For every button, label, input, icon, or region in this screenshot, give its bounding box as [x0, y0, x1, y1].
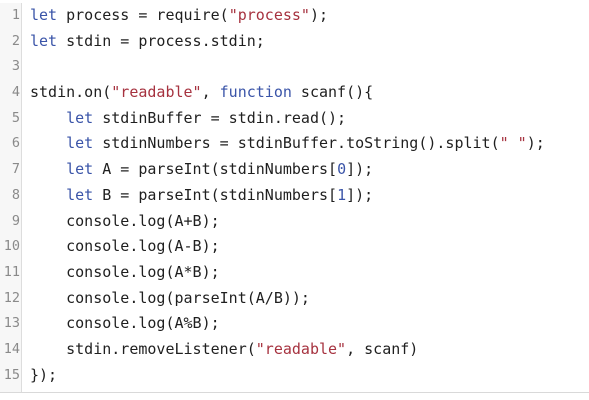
code-line[interactable]: 15}); — [0, 363, 589, 389]
code-token — [30, 134, 66, 152]
code-token: process = require( — [57, 6, 229, 24]
code-token — [30, 160, 66, 178]
code-token: console.log(A+B); — [30, 211, 220, 230]
line-number: 9 — [11, 212, 20, 229]
code-text: let stdin = process.stdin; — [30, 29, 265, 55]
code-token: A = parseInt(stdinNumbers[ — [93, 160, 338, 179]
code-line[interactable]: 11 console.log(A*B); — [0, 260, 589, 286]
line-number: 1 — [11, 7, 20, 23]
line-number: 13 — [3, 315, 20, 332]
code-token — [30, 109, 66, 127]
code-editor[interactable]: 1 let process = require("process"); 2 let s… — [0, 3, 589, 393]
code-line[interactable]: 1 let process = require("process"); — [0, 3, 589, 29]
line-number: 14 — [3, 340, 20, 357]
code-text: let B = parseInt(stdinNumbers[1]); — [30, 183, 373, 209]
code-line[interactable]: 5 let stdinBuffer = stdin.read(); — [0, 106, 589, 132]
code-text: console.log(A*B); — [30, 260, 220, 286]
code-lines[interactable]: 1 let process = require("process"); 2 let s… — [0, 3, 589, 388]
keyword-token: let — [66, 160, 94, 179]
code-token: console.log(A-B); — [30, 237, 220, 256]
code-token: stdin = process.stdin; — [57, 31, 265, 50]
keyword-token: let — [30, 31, 58, 50]
code-line[interactable]: 10 console.log(A-B); — [0, 234, 589, 260]
line-number-gutter — [0, 3, 22, 392]
code-token: console.log(A%B); — [30, 314, 220, 333]
line-number: 7 — [11, 161, 20, 178]
code-token: stdin.removeListener( — [30, 339, 256, 358]
code-line[interactable]: 3 — [0, 54, 589, 80]
number-token: 1 — [337, 185, 347, 204]
keyword-token: let — [66, 185, 94, 204]
code-line[interactable]: 4 stdin.on("readable", function scanf(){ — [0, 80, 589, 106]
code-text: let process = require("process"); — [30, 3, 328, 29]
code-token: stdinBuffer = stdin.read(); — [93, 108, 347, 127]
line-number: 6 — [11, 135, 20, 152]
code-text: console.log(A-B); — [30, 234, 220, 260]
line-number: 5 — [11, 109, 20, 126]
code-line[interactable]: 6 let stdinNumbers = stdinBuffer.toStrin… — [0, 131, 589, 157]
line-number: 4 — [11, 84, 20, 101]
code-token: console.log(parseInt(A/B)); — [30, 288, 310, 307]
string-token: "process" — [228, 6, 310, 24]
line-number: 2 — [11, 32, 20, 49]
code-text: let stdinNumbers = stdinBuffer.toString(… — [30, 131, 545, 157]
code-token: ); — [309, 6, 329, 24]
code-text: stdin.on("readable", function scanf(){ — [30, 80, 373, 106]
code-token — [30, 186, 66, 204]
code-text: console.log(A%B); — [30, 311, 220, 337]
line-number: 3 — [11, 58, 20, 75]
keyword-token: function — [219, 83, 292, 102]
string-token: " " — [499, 134, 527, 153]
code-line[interactable]: 13 console.log(A%B); — [0, 311, 589, 337]
code-token: B = parseInt(stdinNumbers[ — [93, 185, 338, 204]
code-text: stdin.removeListener("readable", scanf) — [30, 337, 418, 363]
code-token: , — [201, 83, 220, 102]
code-token: , scanf) — [346, 339, 419, 358]
code-text: let A = parseInt(stdinNumbers[0]); — [30, 157, 373, 183]
code-token: scanf(){ — [291, 83, 374, 102]
code-token: }); — [30, 365, 58, 384]
code-token: stdin.on( — [30, 83, 112, 102]
code-line[interactable]: 12 console.log(parseInt(A/B)); — [0, 286, 589, 312]
code-text: console.log(A+B); — [30, 209, 220, 235]
code-line[interactable]: 7 let A = parseInt(stdinNumbers[0]); — [0, 157, 589, 183]
code-token: console.log(A*B); — [30, 262, 220, 281]
line-number: 11 — [3, 263, 20, 280]
code-token: ); — [526, 134, 545, 153]
code-line[interactable]: 9 console.log(A+B); — [0, 209, 589, 235]
code-token: ]); — [346, 185, 374, 204]
string-token: "readable" — [111, 83, 202, 102]
code-line[interactable]: 8 let B = parseInt(stdinNumbers[1]); — [0, 183, 589, 209]
keyword-token: let — [66, 108, 94, 127]
keyword-token: let — [66, 134, 94, 153]
code-line[interactable]: 14 stdin.removeListener("readable", scan… — [0, 337, 589, 363]
line-number: 10 — [3, 238, 20, 255]
code-token: stdinNumbers = stdinBuffer.toString().sp… — [93, 134, 500, 153]
line-number: 15 — [3, 366, 20, 383]
line-number: 12 — [3, 289, 20, 306]
string-token: "readable" — [255, 339, 347, 358]
keyword-token: let — [30, 6, 58, 24]
code-text: let stdinBuffer = stdin.read(); — [30, 106, 346, 132]
line-number: 8 — [11, 186, 20, 203]
code-text: }); — [30, 363, 57, 389]
code-line[interactable]: 2 let stdin = process.stdin; — [0, 29, 589, 55]
code-token: ]); — [346, 160, 374, 179]
code-text: console.log(parseInt(A/B)); — [30, 286, 310, 312]
number-token: 0 — [337, 160, 347, 179]
